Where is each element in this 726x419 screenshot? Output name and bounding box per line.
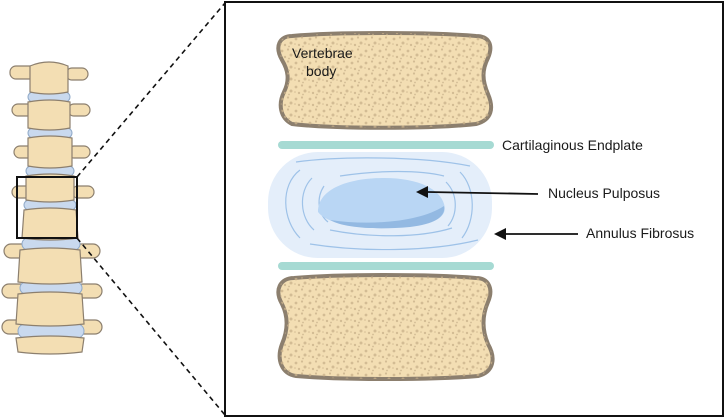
lower-cartilaginous-endplate <box>278 262 494 270</box>
zoom-connector-top <box>76 2 226 178</box>
vertebrae-body-label-line2: body <box>306 63 336 79</box>
upper-vertebrae-body <box>276 31 494 130</box>
nucleus-pulposus <box>318 178 445 229</box>
vertebrae-body-label-line1: Vertebrae <box>292 45 353 61</box>
annulus-pointer-arrow <box>494 228 578 240</box>
upper-cartilaginous-endplate <box>278 141 494 149</box>
cartilaginous-endplate-label: Cartilaginous Endplate <box>502 137 643 153</box>
spine-column <box>1 61 103 355</box>
annulus-fibrosus-label: Annulus Fibrosus <box>586 225 694 241</box>
nucleus-pulposus-label: Nucleus Pulposus <box>548 185 660 201</box>
nucleus-pointer-arrow <box>416 186 539 198</box>
lower-vertebrae-body <box>276 273 495 381</box>
zoom-connector-bottom <box>76 237 226 416</box>
zoom-selection-box <box>16 176 78 239</box>
